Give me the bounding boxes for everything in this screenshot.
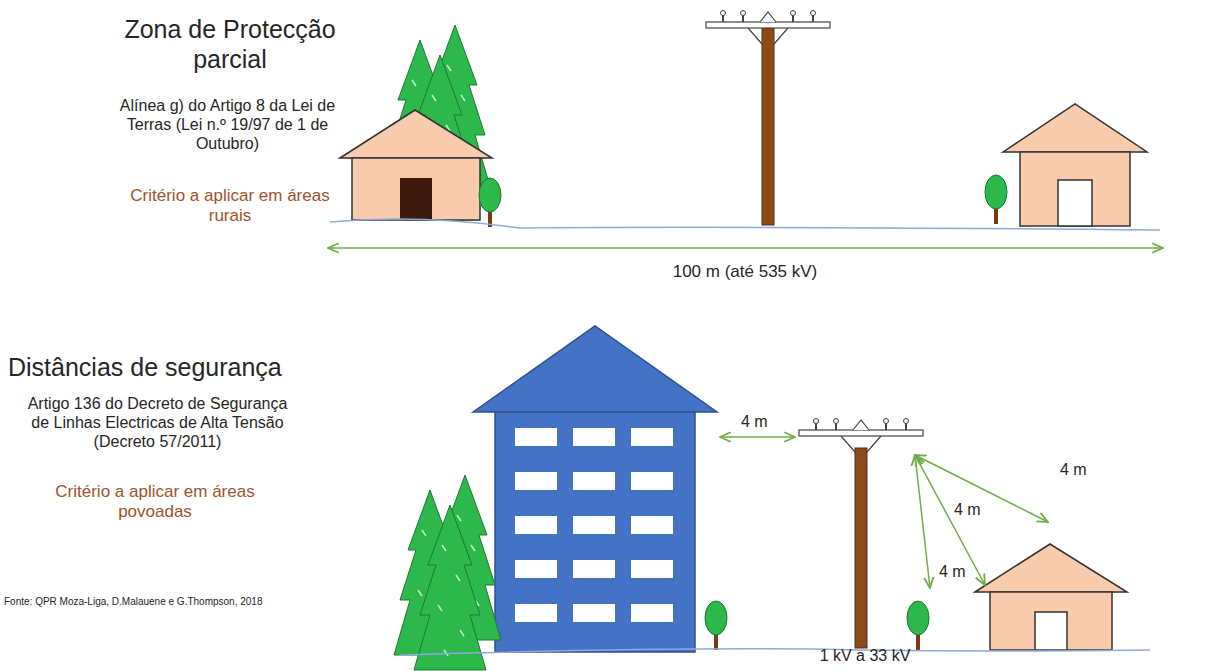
tree — [414, 505, 486, 670]
window — [573, 516, 615, 534]
small-tree — [907, 601, 929, 650]
window — [515, 516, 557, 534]
source-caption: Fonte: QPR Moza-Liga, D.Malauene e G.Tho… — [4, 596, 262, 608]
window — [631, 560, 673, 578]
distance-arrow — [915, 455, 930, 588]
urban-scene — [394, 326, 1150, 670]
ground-line — [400, 649, 1150, 655]
voltage-label: 1 kV a 33 kV — [805, 646, 925, 665]
window — [631, 472, 673, 490]
window — [573, 428, 615, 446]
window — [631, 604, 673, 622]
building-roof — [473, 326, 717, 412]
distance-arrow — [720, 436, 795, 438]
house-door — [1058, 180, 1092, 226]
house-door — [1035, 612, 1067, 650]
house — [1020, 152, 1130, 226]
small-tree — [479, 178, 501, 227]
house-door — [400, 178, 432, 220]
distance-label: 100 m (até 535 kV) — [660, 262, 830, 282]
power-pole — [762, 25, 774, 225]
window — [515, 604, 557, 622]
criterion-note: Critério a aplicar em áreas rurais — [125, 186, 335, 227]
window — [515, 560, 557, 578]
distance-label: 4 m — [952, 500, 983, 519]
window — [631, 428, 673, 446]
window — [631, 516, 673, 534]
building-windows — [515, 428, 673, 622]
cross-arm — [799, 419, 923, 453]
window — [515, 472, 557, 490]
small-tree — [705, 601, 727, 650]
cross-arm — [706, 11, 830, 45]
distance-arrow — [915, 455, 985, 585]
ground-line — [330, 219, 1160, 230]
window — [573, 472, 615, 490]
house — [352, 158, 480, 220]
distance-label: 4 m — [739, 412, 770, 431]
power-pole — [855, 448, 867, 648]
section-heading: Distâncias de segurança — [8, 352, 318, 382]
distance-label: 4 m — [937, 562, 968, 581]
distance-label: 4 m — [1058, 460, 1089, 479]
house-roof — [1003, 104, 1147, 152]
legal-reference: Alínea g) do Artigo 8 da Lei de Terras (… — [115, 96, 340, 154]
distance-arrow — [915, 455, 1048, 522]
window — [573, 604, 615, 622]
building — [495, 412, 695, 652]
house-roof — [975, 544, 1127, 592]
criterion-note: Critério a aplicar em áreas povoadas — [35, 482, 275, 523]
legal-reference: Artigo 136 do Decreto de Segurança de Li… — [25, 394, 290, 452]
small-tree — [985, 175, 1007, 224]
section-heading: Zona de Protecção parcial — [120, 14, 340, 74]
distance-arrow — [328, 247, 1163, 249]
house — [990, 592, 1112, 650]
window — [573, 560, 615, 578]
house-roof — [340, 110, 492, 158]
rural-scene — [328, 11, 1163, 249]
window — [515, 428, 557, 446]
